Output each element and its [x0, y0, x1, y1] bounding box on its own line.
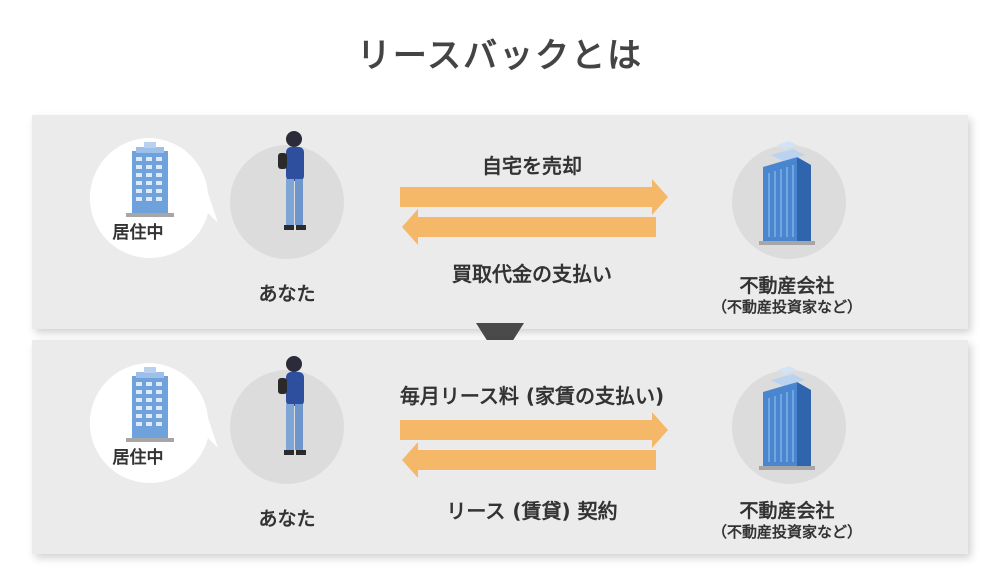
company-label: 不動産会社 [739, 275, 835, 297]
speech-bubble [89, 137, 218, 258]
right-arrow-icon [400, 412, 668, 448]
sell-home-label: 自宅を売却 [482, 154, 582, 178]
company-label: 不動産会社 [739, 500, 835, 522]
company-sub-label: （不動産投資家など） [711, 523, 862, 541]
residing-label: 居住中 [112, 448, 164, 468]
office-building-icon [759, 141, 815, 245]
panel-sale: 居住中 あなた 自宅を売却 買取代金の支払い 不動産会社 （不動産投資家など） [32, 115, 968, 329]
company-sub-label: （不動産投資家など） [711, 298, 862, 316]
you-label: あなた [258, 283, 316, 305]
page-title: リースバックとは [356, 36, 644, 76]
residence-building-icon [126, 142, 174, 217]
monthly-lease-label: 毎月リース料 (家賃の支払い) [399, 384, 665, 408]
office-building-icon [759, 366, 815, 470]
lease-contract-label: リース (賃貸) 契約 [446, 499, 618, 523]
flow-arrows [400, 179, 668, 245]
purchase-payment-label: 買取代金の支払い [452, 262, 612, 286]
residing-label: 居住中 [112, 223, 164, 243]
residence-building-icon [126, 367, 174, 442]
left-arrow-icon [402, 442, 656, 478]
person-icon [278, 131, 306, 230]
flow-arrows [400, 412, 668, 478]
person-icon [278, 356, 306, 455]
speech-bubble [89, 362, 218, 483]
you-label: あなた [258, 508, 316, 530]
right-arrow-icon [400, 179, 668, 215]
left-arrow-icon [402, 209, 656, 245]
panel-lease: 居住中 あなた 毎月リース料 (家賃の支払い) リース (賃貸) 契約 不動産会… [32, 340, 968, 554]
